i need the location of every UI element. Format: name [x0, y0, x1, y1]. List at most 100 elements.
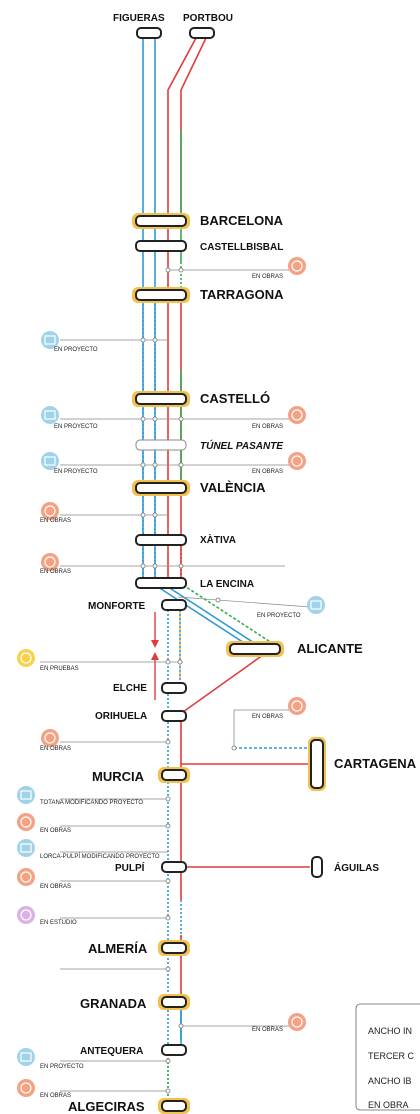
- proyecto-icon: [307, 596, 325, 614]
- status-label-lorca: LORCA-PULPÍ MODIFICANDO PROYECTO: [40, 853, 160, 860]
- leader-lines: [40, 269, 311, 1092]
- station-bar-antequera: [161, 1044, 187, 1056]
- label-barcelona: BARCELONA: [200, 213, 284, 228]
- status-label: EN OBRAS: [40, 1093, 71, 1099]
- proyecto-icon: [17, 1048, 35, 1066]
- status-labels: EN OBRAS EN PROYECTO EN PROYECTO EN OBRA…: [40, 274, 301, 1099]
- station-bar-xativa: [135, 534, 187, 546]
- status-label: EN PROYECTO: [54, 424, 98, 430]
- station-bar-tunel: [135, 439, 187, 451]
- proyecto-icon: [41, 406, 59, 424]
- iberian-line-portbou: [167, 37, 197, 580]
- obras-icon: [17, 813, 35, 831]
- station-bar-castellbisbal: [135, 240, 187, 252]
- legend-item: ANCHO IB: [368, 1076, 412, 1086]
- status-label: EN OBRAS: [40, 884, 71, 890]
- label-tarragona: TARRAGONA: [200, 287, 284, 302]
- station-bar-algeciras: [161, 1100, 187, 1112]
- label-algeciras: ALGECIRAS: [68, 1099, 145, 1114]
- station-bar-almeria: [161, 942, 187, 954]
- obras-icon: [288, 406, 306, 424]
- status-label: EN PROYECTO: [54, 347, 98, 353]
- estudio-icon: [17, 906, 35, 924]
- station-bar-aguilas: [311, 856, 323, 878]
- status-label: EN ESTUDIO: [40, 920, 77, 926]
- status-icons: [17, 257, 325, 1097]
- obras-icon: [41, 502, 59, 520]
- alicante-orihuela: [182, 649, 271, 713]
- station-bar-portbou: [189, 27, 215, 39]
- station-bars: [132, 27, 326, 1114]
- obras-icon: [41, 729, 59, 747]
- label-valencia: VALÈNCIA: [200, 480, 266, 495]
- encina-alicante-green: [182, 584, 276, 646]
- status-label: EN PROYECTO: [40, 1064, 84, 1070]
- label-orihuela: ORIHUELA: [95, 711, 147, 722]
- status-label: EN OBRAS: [252, 424, 283, 430]
- status-label: EN OBRAS: [252, 469, 283, 475]
- obras-icon: [17, 1079, 35, 1097]
- obras-icon: [288, 1013, 306, 1031]
- label-almeria: ALMERÍA: [88, 941, 148, 956]
- label-aguilas: ÁGUILAS: [334, 861, 379, 874]
- status-label: EN OBRAS: [40, 746, 71, 752]
- station-bar-pulpi: [161, 861, 187, 873]
- cartagena-obras-link: [233, 709, 290, 748]
- proyecto-icon: [17, 839, 35, 857]
- encina-alicante-2: [164, 584, 266, 651]
- label-monforte: MONFORTE: [88, 601, 146, 612]
- label-alicante: ALICANTE: [297, 641, 363, 656]
- status-label: EN OBRAS: [40, 569, 71, 575]
- label-murcia: MURCIA: [92, 769, 145, 784]
- proyecto-icon: [17, 786, 35, 804]
- station-bar-figueras: [136, 27, 162, 39]
- legend-box: ANCHO IN TERCER C ANCHO IB EN OBRA: [355, 1003, 420, 1111]
- obras-icon: [288, 257, 306, 275]
- status-label: EN OBRAS: [252, 274, 283, 280]
- label-granada: GRANADA: [80, 996, 147, 1011]
- label-castellbisbal: CASTELLBISBAL: [200, 242, 283, 253]
- leader-dots: [140, 267, 237, 1094]
- label-tunel: TÚNEL PASANTE: [200, 439, 283, 452]
- station-bar-tarragona: [135, 289, 187, 301]
- status-label: EN PROYECTO: [54, 469, 98, 475]
- label-antequera: ANTEQUERA: [80, 1046, 143, 1057]
- station-bar-monforte: [161, 599, 187, 611]
- station-bar-cartagena: [310, 739, 324, 789]
- status-label: EN OBRAS: [252, 1027, 283, 1033]
- status-label: EN OBRAS: [252, 714, 283, 720]
- label-elche: ELCHE: [113, 683, 147, 694]
- station-bar-castello: [135, 393, 187, 405]
- station-bar-murcia: [161, 769, 187, 781]
- label-cartagena: CARTAGENA: [334, 756, 417, 771]
- status-label: EN OBRAS: [40, 518, 71, 524]
- station-bar-orihuela: [161, 710, 187, 722]
- station-labels: FIGUERAS PORTBOU BARCELONA CASTELLBISBAL…: [68, 13, 417, 1114]
- legend-item: EN OBRA: [368, 1100, 409, 1110]
- label-portbou: PORTBOU: [183, 13, 233, 24]
- station-bar-barcelona: [135, 215, 187, 227]
- station-bar-valencia: [135, 482, 187, 494]
- status-label: EN PROYECTO: [257, 613, 301, 619]
- obras-icon: [17, 868, 35, 886]
- station-bar-laencina: [135, 577, 187, 589]
- obras-icon: [41, 553, 59, 571]
- encina-alicante-1: [154, 584, 256, 651]
- status-label-totana: TOTANA MODIFICANDO PROYECTO: [40, 800, 143, 806]
- proyecto-icon: [41, 331, 59, 349]
- station-bar-alicante: [229, 643, 281, 655]
- label-pulpi: PULPÍ: [115, 861, 145, 874]
- obras-icon: [288, 452, 306, 470]
- arrow-down-head: [151, 640, 159, 648]
- obras-icon: [288, 697, 306, 715]
- label-castello: CASTELLÓ: [200, 391, 270, 406]
- station-bar-elche: [161, 682, 187, 694]
- legend-item: TERCER C: [368, 1051, 415, 1061]
- station-bar-granada: [161, 996, 187, 1008]
- proyecto-icon: [41, 452, 59, 470]
- status-label: EN OBRAS: [40, 828, 71, 834]
- arrow-up-head: [151, 652, 159, 660]
- status-label: EN PRUEBAS: [40, 666, 79, 672]
- label-laencina: LA ENCINA: [200, 579, 254, 590]
